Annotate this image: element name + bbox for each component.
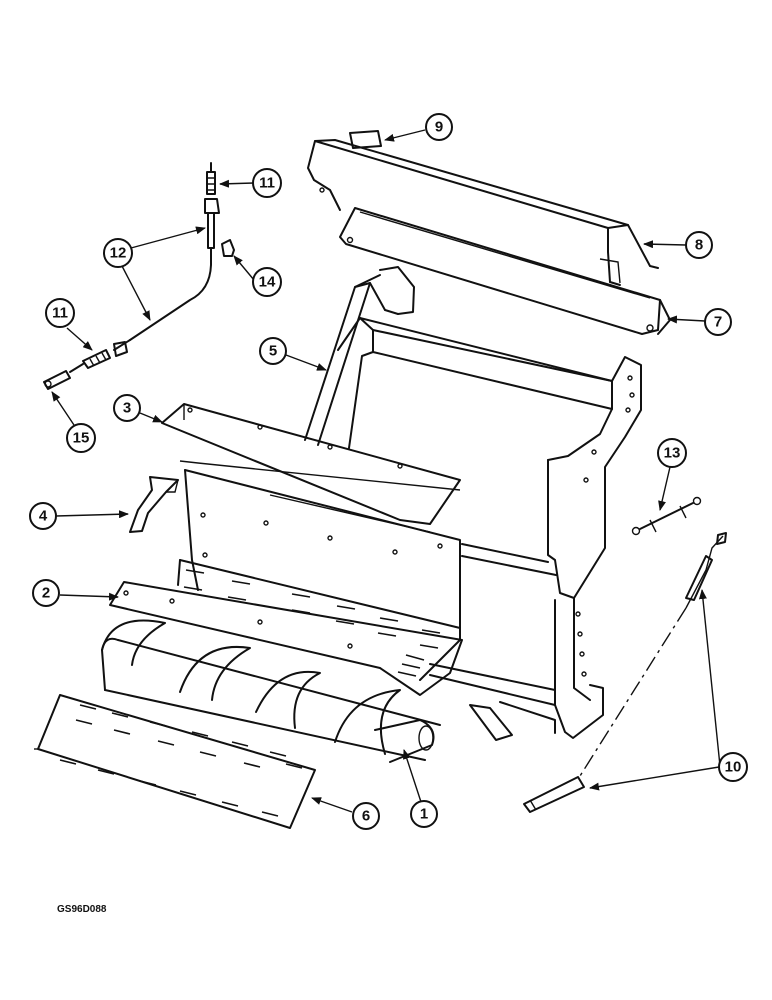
callout-14[interactable]: 14 xyxy=(233,255,282,297)
callout-4-label: 4 xyxy=(39,508,48,525)
callout-11-top[interactable]: 11 xyxy=(219,168,282,198)
callout-2[interactable]: 2 xyxy=(32,579,119,607)
callout-7-label: 7 xyxy=(714,314,722,331)
callout-4[interactable]: 4 xyxy=(29,502,129,530)
callout-13-label: 13 xyxy=(664,445,681,462)
callout-10-label: 10 xyxy=(725,759,742,776)
callout-3-label: 3 xyxy=(123,400,131,417)
cover-slots xyxy=(59,704,303,817)
callout-13[interactable]: 13 xyxy=(657,438,687,511)
part-7-channel xyxy=(339,207,671,335)
part-8-top-cover xyxy=(307,139,659,286)
trough-slots xyxy=(183,569,441,677)
callout-12[interactable]: 12 xyxy=(103,226,206,321)
part-6-bottom-cover xyxy=(34,694,316,829)
callout-3[interactable]: 3 xyxy=(113,394,163,423)
callout-11-left[interactable]: 11 xyxy=(45,298,93,351)
back-panel xyxy=(184,469,461,681)
callout-5-label: 5 xyxy=(269,343,277,360)
callout-11-top-label: 11 xyxy=(259,175,275,192)
callout-6-label: 6 xyxy=(362,808,370,825)
callout-10[interactable]: 10 xyxy=(589,589,748,791)
part-13-cable xyxy=(631,496,702,536)
part-2-trough xyxy=(109,559,463,696)
part-10-gas-strut xyxy=(523,532,727,813)
callout-8-label: 8 xyxy=(695,237,703,254)
callout-15-label: 15 xyxy=(73,430,90,447)
part-9-plate xyxy=(349,130,382,149)
callout-14-label: 14 xyxy=(259,274,276,291)
callout-11-left-label: 11 xyxy=(52,305,68,322)
callout-9-label: 9 xyxy=(435,119,443,136)
callout-8[interactable]: 8 xyxy=(643,231,713,259)
callout-6[interactable]: 6 xyxy=(311,797,380,830)
part-14-clip xyxy=(221,239,235,257)
callout-12-label: 12 xyxy=(110,245,127,262)
callout-1[interactable]: 1 xyxy=(402,749,438,828)
callout-9[interactable]: 9 xyxy=(384,113,453,142)
callout-1-label: 1 xyxy=(420,806,428,823)
part-1-auger xyxy=(101,619,513,763)
part-3-panel xyxy=(161,403,461,525)
callout-5[interactable]: 5 xyxy=(259,337,327,371)
part-4-bracket xyxy=(129,476,179,533)
drawing-code: GS96D088 xyxy=(57,904,107,915)
part-12-control-cable xyxy=(43,162,220,390)
callout-7[interactable]: 7 xyxy=(667,308,732,336)
callout-2-label: 2 xyxy=(42,585,50,602)
part-5-frame xyxy=(304,266,642,739)
callout-15[interactable]: 15 xyxy=(51,391,96,453)
